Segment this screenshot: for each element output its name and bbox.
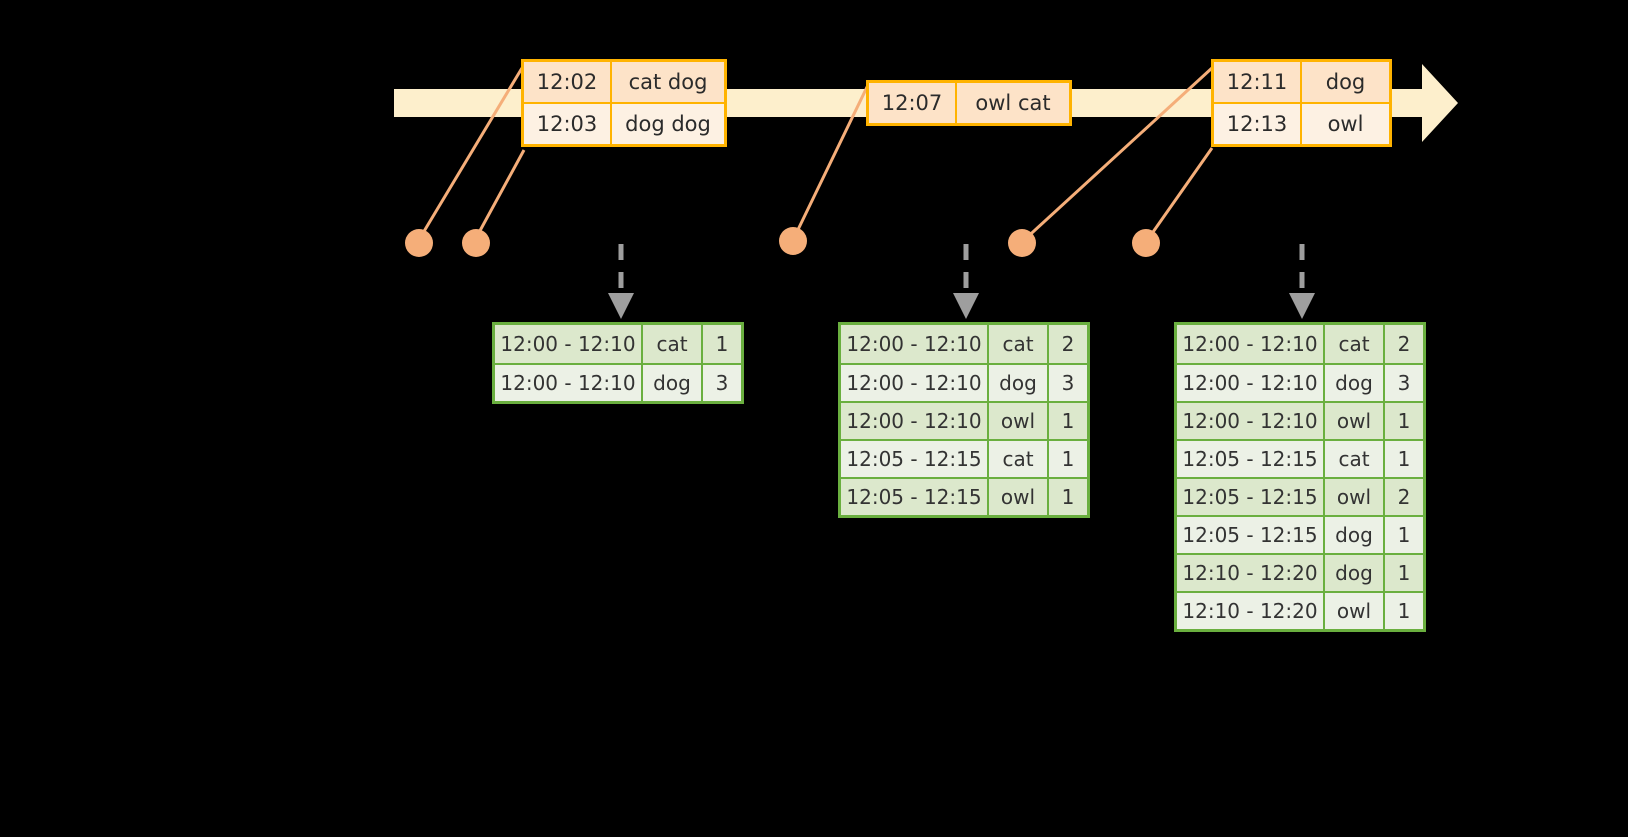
result-count-cell: 1 xyxy=(1385,593,1423,629)
result-word-cell: dog xyxy=(1325,517,1385,553)
event-time: 12:02 xyxy=(524,62,612,102)
result-word-cell: cat xyxy=(643,325,703,363)
result-count-cell: 1 xyxy=(1049,441,1087,477)
event-marker-5-dot xyxy=(1132,229,1160,257)
event-time: 12:13 xyxy=(1214,104,1302,144)
result-window-cell: 12:00 - 12:10 xyxy=(841,325,989,363)
result-word-cell: cat xyxy=(989,325,1049,363)
result-count-cell: 1 xyxy=(1049,479,1087,515)
result-window-cell: 12:00 - 12:10 xyxy=(841,403,989,439)
event-time: 12:03 xyxy=(524,104,612,144)
result-count-cell: 2 xyxy=(1385,325,1423,363)
connector-line-5 xyxy=(1144,147,1214,243)
dashed-arrow-1-head xyxy=(608,293,634,319)
event-row[interactable]: 12:02 cat dog xyxy=(524,62,724,102)
event-markers xyxy=(405,227,1160,257)
result-window-cell: 12:05 - 12:15 xyxy=(1177,517,1325,553)
result-word-cell: dog xyxy=(1325,365,1385,401)
result-count-cell: 3 xyxy=(703,365,741,401)
event-row[interactable]: 12:11 dog xyxy=(1214,62,1389,102)
result-word-cell: cat xyxy=(1325,325,1385,363)
connector-line-2 xyxy=(474,149,526,239)
result-word-cell: dog xyxy=(1325,555,1385,591)
event-row[interactable]: 12:07 owl cat xyxy=(869,83,1069,123)
event-marker-3-dot xyxy=(779,227,807,255)
dashed-arrows xyxy=(618,244,1305,296)
event-marker-2-dot xyxy=(462,229,490,257)
result-count-cell: 2 xyxy=(1049,325,1087,363)
result-word-cell: dog xyxy=(989,365,1049,401)
event-row[interactable]: 12:13 owl xyxy=(1214,102,1389,144)
result-word-cell: dog xyxy=(643,365,703,401)
result-window-cell: 12:05 - 12:15 xyxy=(1177,479,1325,515)
result-count-cell: 3 xyxy=(1385,365,1423,401)
result-count-cell: 1 xyxy=(1385,441,1423,477)
result-window-cell: 12:00 - 12:10 xyxy=(1177,325,1325,363)
result-window-cell: 12:00 - 12:10 xyxy=(495,325,643,363)
connector-line-3 xyxy=(791,84,870,241)
event-words: cat dog xyxy=(612,62,724,102)
event-box-3[interactable]: 12:11 dog 12:13 owl xyxy=(1211,59,1392,147)
result-window-cell: 12:05 - 12:15 xyxy=(841,479,989,515)
dashed-arrow-3-head xyxy=(1289,293,1315,319)
result-word-cell: owl xyxy=(989,479,1049,515)
result-count-cell: 2 xyxy=(1385,479,1423,515)
result-count-cell: 1 xyxy=(1385,517,1423,553)
result-word-cell: owl xyxy=(989,403,1049,439)
connector-line-1 xyxy=(418,67,524,239)
event-words: owl xyxy=(1302,104,1389,144)
dashed-arrow-heads xyxy=(608,293,1315,319)
result-window-cell: 12:00 - 12:10 xyxy=(1177,365,1325,401)
event-box-2[interactable]: 12:07 owl cat xyxy=(866,80,1072,126)
event-time: 12:07 xyxy=(869,83,957,123)
result-window-cell: 12:00 - 12:10 xyxy=(841,365,989,401)
event-row[interactable]: 12:03 dog dog xyxy=(524,102,724,144)
result-word-cell: owl xyxy=(1325,593,1385,629)
result-word-cell: owl xyxy=(1325,403,1385,439)
event-marker-4-dot xyxy=(1008,229,1036,257)
result-window-cell: 12:05 - 12:15 xyxy=(1177,441,1325,477)
result-count-cell: 1 xyxy=(1049,403,1087,439)
result-window-cell: 12:00 - 12:10 xyxy=(495,365,643,401)
event-time: 12:11 xyxy=(1214,62,1302,102)
event-words: dog xyxy=(1302,62,1389,102)
result-count-cell: 1 xyxy=(1385,555,1423,591)
dashed-arrow-2-head xyxy=(953,293,979,319)
result-word-cell: cat xyxy=(1325,441,1385,477)
result-word-cell: cat xyxy=(989,441,1049,477)
event-box-1[interactable]: 12:02 cat dog 12:03 dog dog xyxy=(521,59,727,147)
result-window-cell: 12:10 - 12:20 xyxy=(1177,593,1325,629)
result-window-cell: 12:00 - 12:10 xyxy=(1177,403,1325,439)
result-word-cell: owl xyxy=(1325,479,1385,515)
result-window-cell: 12:05 - 12:15 xyxy=(841,441,989,477)
result-count-cell: 1 xyxy=(1385,403,1423,439)
event-marker-1-dot xyxy=(405,229,433,257)
event-words: dog dog xyxy=(612,104,724,144)
result-count-cell: 3 xyxy=(1049,365,1087,401)
result-window-cell: 12:10 - 12:20 xyxy=(1177,555,1325,591)
event-words: owl cat xyxy=(957,83,1069,123)
result-count-cell: 1 xyxy=(703,325,741,363)
